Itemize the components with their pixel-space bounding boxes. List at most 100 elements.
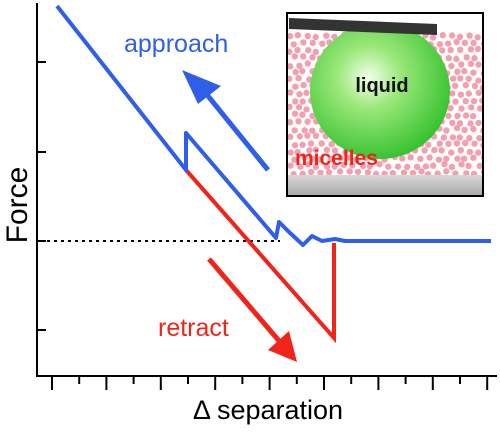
micelle xyxy=(475,89,482,97)
micelle xyxy=(461,126,468,134)
micelle xyxy=(287,63,294,70)
micelle xyxy=(450,75,457,82)
micelle xyxy=(331,147,339,154)
micelle xyxy=(389,169,396,177)
micelle xyxy=(296,91,303,98)
micelle xyxy=(462,139,469,147)
micelles-label: micelles xyxy=(295,147,378,170)
micelle xyxy=(299,141,306,148)
micelle xyxy=(448,62,455,70)
micelle xyxy=(429,34,437,41)
micelle xyxy=(439,47,446,54)
micelle xyxy=(474,45,482,53)
micelle xyxy=(453,140,461,147)
y-axis-label: Force xyxy=(1,167,34,244)
micelle xyxy=(304,132,311,139)
micelle xyxy=(475,77,482,84)
micelle xyxy=(287,162,294,169)
x-axis-label: Δ separation xyxy=(193,395,343,425)
micelle xyxy=(443,127,450,134)
micelle xyxy=(454,68,461,75)
retract-curve xyxy=(184,168,336,344)
micelle xyxy=(305,47,312,54)
micelle xyxy=(467,60,475,67)
micelle xyxy=(431,146,438,154)
micelle xyxy=(470,154,477,161)
micelle xyxy=(417,155,424,163)
micelle xyxy=(481,169,483,176)
micelle xyxy=(292,69,299,76)
micelle xyxy=(300,81,307,89)
micelle xyxy=(295,118,302,125)
micelle xyxy=(413,163,421,170)
micelle xyxy=(336,168,344,175)
micelle xyxy=(462,112,470,119)
micelle xyxy=(345,154,352,161)
micelle xyxy=(400,169,408,176)
micelle xyxy=(425,141,432,148)
micelle xyxy=(399,155,406,162)
micelle xyxy=(291,127,298,134)
micelle xyxy=(457,91,465,98)
micelle xyxy=(317,169,324,176)
micelle xyxy=(454,112,461,120)
micelle xyxy=(436,41,443,48)
retract-arrow xyxy=(207,257,297,362)
inset-border xyxy=(286,12,484,197)
micelle xyxy=(445,112,452,120)
micelle xyxy=(445,40,452,47)
micelle xyxy=(297,163,304,170)
micelle xyxy=(323,146,331,153)
micelle xyxy=(354,168,362,176)
micelle xyxy=(366,163,374,170)
micelle xyxy=(475,149,482,156)
micelle xyxy=(309,54,316,61)
micelle xyxy=(309,127,316,134)
micelle xyxy=(452,98,459,105)
liquid-droplet xyxy=(310,23,450,159)
micelle xyxy=(480,40,483,47)
micelle xyxy=(304,60,311,67)
micelle xyxy=(349,162,356,169)
micelle xyxy=(340,161,348,168)
micelle xyxy=(323,163,331,170)
micelle xyxy=(287,149,294,156)
approach-label: approach xyxy=(124,30,228,58)
micelle xyxy=(292,83,299,90)
micelle xyxy=(461,67,468,75)
micelle xyxy=(470,98,478,105)
micelle xyxy=(466,148,474,156)
micelle xyxy=(467,46,475,53)
micelle xyxy=(296,133,303,140)
micelle xyxy=(430,162,437,169)
micelle xyxy=(480,154,483,161)
micelle xyxy=(346,168,353,175)
micelle xyxy=(287,119,294,126)
substrate xyxy=(287,175,483,196)
micelle xyxy=(309,155,317,163)
micelle xyxy=(299,67,306,75)
micelle xyxy=(294,46,301,54)
micelle xyxy=(287,89,294,96)
micelle xyxy=(304,118,311,125)
micelle xyxy=(475,119,482,127)
micelle xyxy=(443,155,450,162)
micelle xyxy=(301,127,308,134)
micelle xyxy=(296,62,303,69)
x-axis-ticks xyxy=(51,376,489,390)
micelle xyxy=(470,125,477,133)
micelle xyxy=(325,169,333,176)
micelle xyxy=(438,147,445,154)
micelle xyxy=(312,33,319,41)
micelle xyxy=(319,40,326,47)
micelle xyxy=(301,154,308,161)
micelle xyxy=(468,104,475,111)
micelle xyxy=(299,98,306,105)
micelle xyxy=(474,34,481,41)
micelle xyxy=(327,155,335,163)
micelle xyxy=(394,163,402,170)
micelle xyxy=(307,140,315,147)
micelle xyxy=(447,46,454,54)
micelle xyxy=(312,146,320,153)
